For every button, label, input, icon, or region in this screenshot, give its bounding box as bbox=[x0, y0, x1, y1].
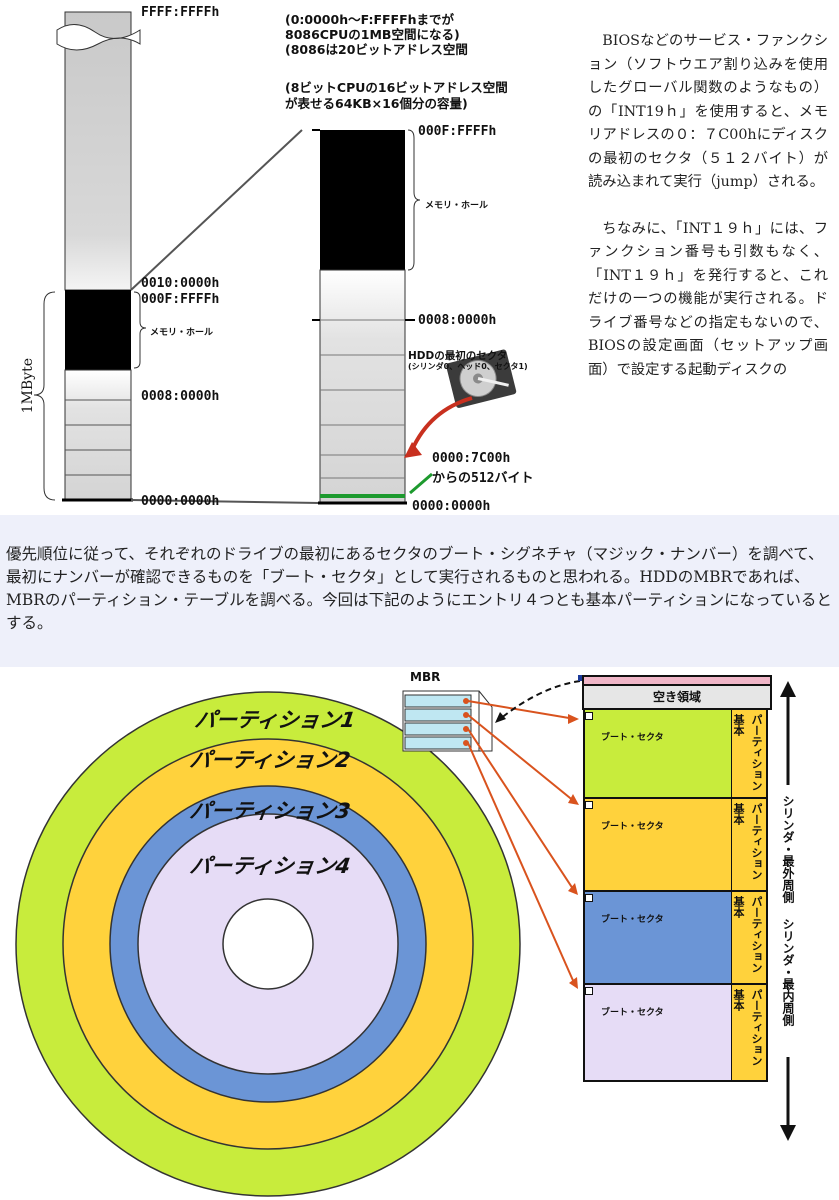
partition-diagram bbox=[15, 675, 796, 1197]
boot-sector-label: ブート・セクタ bbox=[601, 733, 664, 743]
ring-label-partition-2: パーティション2 bbox=[188, 748, 352, 772]
note-1mb-line3: (8086は20ビットアドレス空間 bbox=[285, 42, 468, 57]
note-1mb-line1: (0:0000h～F:FFFFhまでが bbox=[285, 12, 455, 27]
basic-label: 基本 bbox=[732, 989, 745, 1011]
hdd-icon bbox=[446, 349, 517, 408]
hdd-chs-label: (シリンダ0、ヘッド0、セクタ1) bbox=[408, 362, 528, 371]
memory-map-diagram bbox=[33, 11, 517, 505]
left-memory-hole bbox=[65, 290, 131, 370]
column-break-mark bbox=[56, 24, 141, 51]
basic-label: 基本 bbox=[732, 896, 745, 918]
ring-label-partition-3: パーティション3 bbox=[188, 799, 352, 823]
boot-sector-marker bbox=[585, 894, 593, 902]
addr-0000-0000-left: 0000:0000h bbox=[141, 494, 220, 509]
note-64kb-line1: (8ビットCPUの16ビットアドレス空間 bbox=[285, 80, 508, 95]
boot-sector-label: ブート・セクタ bbox=[601, 822, 664, 832]
size-brace bbox=[33, 291, 56, 501]
inner-cylinder-label: シリンダ・最内周側 bbox=[781, 918, 795, 1026]
ring-label-partition-1: パーティション1 bbox=[193, 708, 357, 732]
memory-hole-label-right: メモリ・ホール bbox=[425, 201, 489, 211]
boot-sector-marker bbox=[585, 987, 593, 995]
boot-sector-marker bbox=[585, 712, 593, 720]
boot-sector-label: ブート・セクタ bbox=[601, 1008, 664, 1018]
addr-7c00: 0000:7C00h bbox=[432, 451, 511, 466]
hole-brace bbox=[133, 291, 147, 369]
left-column-lower bbox=[64, 369, 132, 501]
boot-sector-label: ブート・セクタ bbox=[601, 915, 664, 925]
partition-word: パーティション bbox=[750, 803, 763, 880]
segment-partition-1: ブート・セクタ 基本 パーティション bbox=[583, 708, 768, 799]
left-column-upper bbox=[64, 11, 132, 291]
ring-label-partition-4: パーティション4 bbox=[188, 854, 352, 878]
segment-partition-2: ブート・セクタ 基本 パーティション bbox=[583, 797, 768, 892]
addr-0010-0000: 0010:0000h bbox=[141, 276, 220, 291]
size-label: 1MByte bbox=[20, 358, 36, 414]
mbr-label: MBR bbox=[410, 670, 441, 684]
outer-cylinder-label: シリンダ・最外周側 bbox=[781, 795, 795, 903]
wide-paragraph: 優先順位に従って、それぞれのドライブの最初にあるセクタのブート・シグネチャ（マジ… bbox=[6, 545, 832, 632]
disk-hole bbox=[222, 898, 314, 990]
partition-word: パーティション bbox=[750, 989, 763, 1066]
load-size-label: からの512バイト bbox=[432, 471, 534, 486]
partition-word: パーティション bbox=[750, 896, 763, 973]
segment-partition-3: ブート・セクタ 基本 パーティション bbox=[583, 890, 768, 985]
basic-label: 基本 bbox=[732, 714, 745, 736]
load-arrow bbox=[410, 396, 473, 451]
basic-label: 基本 bbox=[732, 803, 745, 825]
addr-0000-0000-right: 0000:0000h bbox=[412, 499, 491, 514]
right-paragraph-1: BIOSなどのサービス・ファンクション（ソフトウエア割り込みを使用したグローバル… bbox=[588, 33, 828, 190]
right-paragraph-2: ちなみに、「INT１９ｈ」には、ファンクション番号も引数もなく、「INT１９ｈ」… bbox=[588, 220, 828, 378]
boot-sector-load-area bbox=[320, 494, 405, 498]
segment-partition-4: ブート・セクタ 基本 パーティション bbox=[583, 983, 768, 1082]
free-area: 空き領域 bbox=[582, 684, 772, 710]
hdd-first-sector-label: HDDの最初のセクタ bbox=[408, 350, 508, 362]
note-1mb-line2: 8086CPUの1MB空間になる) bbox=[285, 27, 460, 42]
boot-sector-marker bbox=[585, 801, 593, 809]
right-memory-hole bbox=[320, 130, 405, 270]
wide-text-band: 優先順位に従って、それぞれのドライブの最初にあるセクタのブート・シグネチャ（マジ… bbox=[0, 515, 839, 667]
partition-word: パーティション bbox=[750, 714, 763, 791]
right-column-lower bbox=[319, 269, 406, 504]
addr-0008-0000-right: 0008:0000h bbox=[418, 313, 497, 328]
addr-000f-ffff-left: 000F:FFFFh bbox=[141, 292, 220, 307]
mbr-table bbox=[402, 690, 493, 752]
right-text-column: BIOSなどのサービス・ファンクション（ソフトウエア割り込みを使用したグローバル… bbox=[588, 30, 828, 382]
addr-ffff-ffff: FFFF:FFFFh bbox=[141, 5, 220, 20]
note-64kb-line2: が表せる64KB×16個分の容量) bbox=[285, 96, 468, 111]
memory-hole-label-left: メモリ・ホール bbox=[150, 328, 214, 338]
addr-0008-0000-left: 0008:0000h bbox=[141, 389, 220, 404]
addr-000f-ffff-right: 000F:FFFFh bbox=[418, 124, 497, 139]
